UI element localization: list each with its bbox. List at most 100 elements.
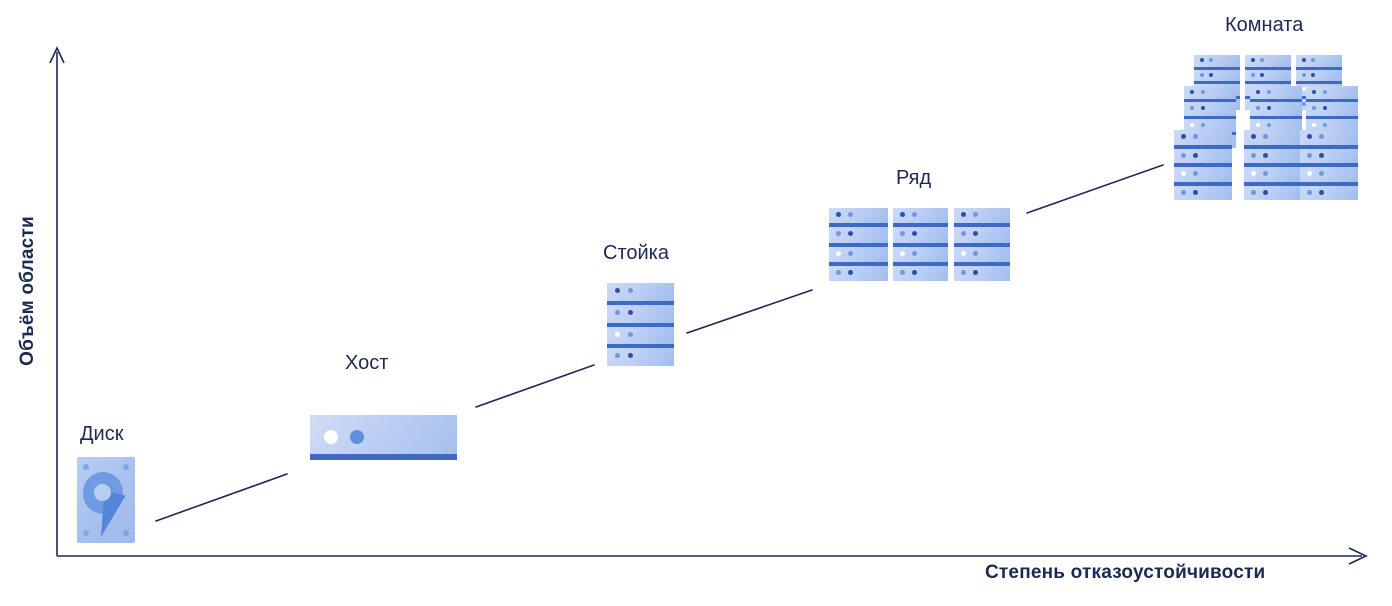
rack-led-mid [1200, 72, 1204, 77]
rack-led-mid [1181, 152, 1186, 158]
rack-led-mid [1209, 58, 1213, 62]
rack-separator [1300, 163, 1358, 167]
disk-screw [123, 464, 129, 470]
rack-unit [1194, 55, 1240, 67]
rack-led-white [615, 331, 620, 337]
rack-led-mid [848, 250, 853, 256]
rack-separator [1296, 81, 1342, 84]
rack-led-dark [848, 269, 853, 275]
host-base-bar [310, 454, 457, 460]
rack-unit [1174, 167, 1232, 182]
rack-unit [1300, 167, 1358, 182]
rack-separator [1194, 81, 1240, 84]
rack-separator [893, 242, 948, 247]
rack-led-dark [1256, 90, 1260, 94]
rack-led-mid [900, 231, 905, 237]
rack-unit [829, 265, 888, 281]
rack-separator [1184, 99, 1236, 103]
rack-led-mid [961, 269, 966, 275]
server-room-rack [1174, 130, 1232, 200]
rack-separator [1194, 66, 1240, 70]
rack-led-dark [1209, 72, 1213, 77]
x-axis-label: Степень отказоустойчивости [985, 562, 1266, 583]
rack-unit [829, 227, 888, 243]
rack-led-dark [973, 269, 978, 275]
rack-separator [607, 344, 674, 349]
rack-unit [1244, 148, 1300, 163]
rack-led-dark [912, 231, 917, 237]
rack-led-dark [1190, 90, 1194, 94]
rack-unit [1244, 130, 1300, 145]
rack-unit [607, 326, 674, 345]
rack-led-mid [1307, 152, 1312, 158]
rack-led-mid [836, 231, 841, 237]
rack-separator [1300, 181, 1358, 186]
rack-separator [1250, 115, 1302, 119]
rack-unit [1184, 118, 1236, 132]
rack-separator [1174, 163, 1232, 167]
rack-unit [1250, 118, 1302, 132]
rack-unit [1250, 102, 1302, 116]
rack-unit [829, 246, 888, 262]
stage-label-row: Ряд [896, 167, 932, 189]
rack-led-white [1307, 171, 1312, 176]
rack-led-mid [900, 269, 905, 275]
rack-separator [829, 223, 888, 228]
rack-led-mid [1201, 90, 1205, 94]
rack-separator [1244, 181, 1300, 186]
rack-separator [829, 261, 888, 266]
rack-led-mid [973, 212, 978, 217]
stage-label-host: Хост [345, 352, 389, 374]
rack-led-mid [973, 250, 978, 256]
rack-led-white [1302, 87, 1306, 91]
rack-led-dark [628, 309, 633, 315]
rack-led-dark [1263, 189, 1268, 195]
rack-led-white [1181, 171, 1186, 176]
rack-led-dark [1251, 58, 1255, 62]
rack-led-dark [848, 231, 853, 237]
rack-unit [1244, 185, 1300, 200]
connector-rack-row [686, 289, 813, 334]
rack-led-mid [1193, 134, 1198, 139]
rack-led-mid [836, 269, 841, 275]
rack-separator [1296, 66, 1342, 70]
connector-host-rack [475, 364, 595, 408]
rack-separator [893, 261, 948, 266]
rack-led-dark [1193, 189, 1198, 195]
server-room-rack [1300, 130, 1358, 200]
rack-led-dark [1307, 134, 1312, 139]
rack-led-dark [900, 212, 905, 217]
rack-led-dark [1319, 152, 1324, 158]
rack-led-mid [1302, 101, 1306, 106]
rack-led-mid [1190, 106, 1194, 111]
rack-led-mid [848, 212, 853, 217]
rack-led-dark [1267, 106, 1271, 111]
rack-unit [893, 265, 948, 281]
rack-led-mid [1319, 171, 1324, 176]
disk-screw [83, 464, 89, 470]
rack-unit [1296, 55, 1342, 67]
rack-separator [1300, 144, 1358, 149]
rack-led-dark [615, 288, 620, 293]
host-led-white [324, 430, 338, 444]
rack-led-dark [912, 269, 917, 275]
y-axis-label: Объём области [17, 216, 38, 366]
rack-led-white [961, 250, 966, 256]
rack-led-mid [1201, 122, 1205, 127]
rack-led-mid [1312, 106, 1316, 111]
rack-separator [1306, 115, 1358, 119]
rack-led-mid [1307, 189, 1312, 195]
connector-row-room [1026, 164, 1164, 214]
rack-unit [1174, 185, 1232, 200]
server-rack-icon [607, 283, 674, 366]
rack-led-mid [615, 353, 620, 359]
disk-spindle-hub [94, 483, 112, 501]
rack-led-white [1251, 171, 1256, 176]
rack-led-dark [628, 353, 633, 359]
x-axis-arrowhead [1348, 547, 1368, 565]
rack-separator [1250, 99, 1302, 103]
server-row-rack [954, 208, 1010, 281]
rack-separator [1244, 144, 1300, 149]
rack-unit [954, 208, 1010, 224]
rack-unit [1300, 130, 1358, 145]
